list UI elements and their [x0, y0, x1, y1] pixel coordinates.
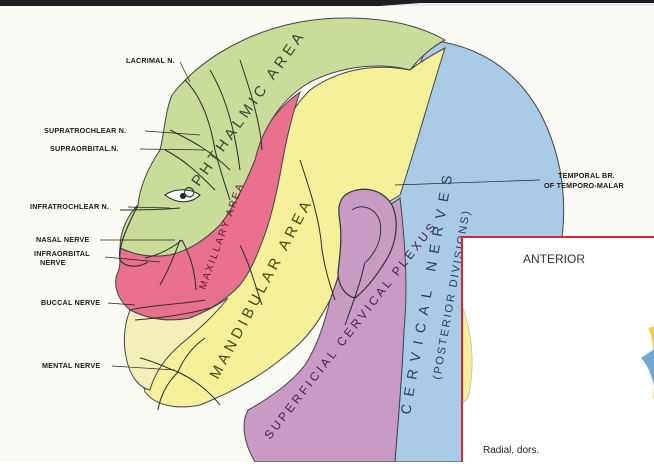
label-mental: MENTAL NERVE — [42, 362, 100, 370]
label-temporal-1: TEMPORAL BR. — [558, 172, 615, 180]
inset-art — [463, 238, 654, 464]
label-buccal: BUCCAL NERVE — [41, 299, 100, 307]
label-infratrochlear: INFRATROCHLEAR N. — [30, 203, 109, 211]
label-temporal-2: OF TEMPORO-MALAR — [544, 182, 624, 190]
inset-footer: Radial, dors. — [483, 445, 539, 456]
label-infraorbital-1: INFRAORBITAL — [34, 250, 90, 258]
inset-title: ANTERIOR — [523, 252, 585, 266]
label-supratrochlear: SUPRATROCHLEAR N. — [44, 127, 126, 135]
label-infraorbital-2: NERVE — [40, 259, 66, 267]
label-nasal: NASAL NERVE — [36, 236, 89, 244]
label-supraorbital: SUPRAORBITAL.N. — [50, 145, 119, 153]
anterior-inset-panel: ANTERIOR Radial, dors. — [461, 236, 654, 462]
label-lacrimal: LACRIMAL N. — [126, 57, 175, 65]
